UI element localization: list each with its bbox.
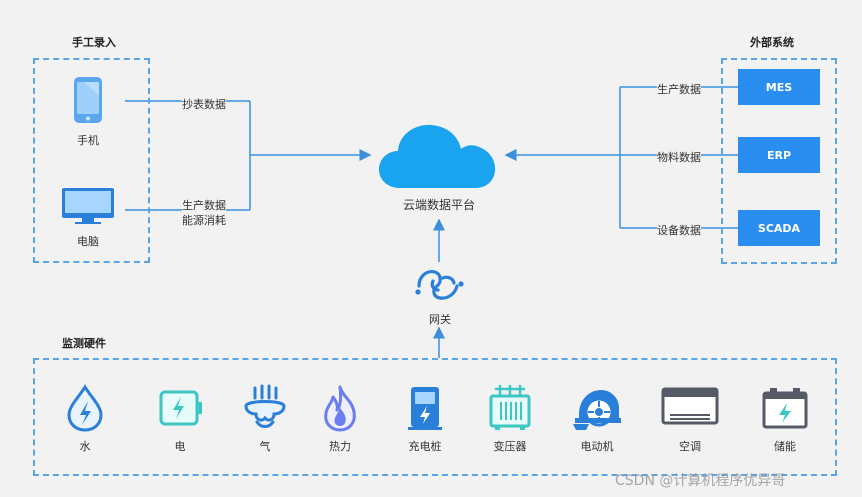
battery-icon bbox=[159, 390, 202, 426]
hw-gas: 气 bbox=[230, 384, 300, 454]
hw-energy-storage: 储能 bbox=[750, 384, 820, 454]
transformer-icon bbox=[489, 384, 531, 430]
cloud-label: 云端数据平台 bbox=[402, 198, 475, 212]
hw-motor: 电动机 bbox=[562, 384, 632, 454]
flame-icon bbox=[324, 385, 356, 432]
gas-icon bbox=[244, 384, 286, 428]
motor-icon bbox=[573, 390, 621, 430]
flow-label-material: 物料数据 bbox=[657, 149, 701, 165]
hw-gas-label: 气 bbox=[259, 440, 271, 453]
flow-label-equipment: 设备数据 bbox=[657, 222, 701, 238]
hardware-title: 监测硬件 bbox=[62, 337, 106, 350]
pc-label: 电脑 bbox=[77, 235, 99, 248]
hw-charging-pile-label: 充电桩 bbox=[408, 440, 442, 453]
flow-label-production-left: 生产数据 bbox=[182, 197, 226, 213]
hw-transformer-label: 变压器 bbox=[493, 440, 527, 453]
hw-charging-pile: 充电桩 bbox=[390, 384, 460, 454]
flow-label-meter-reading: 抄表数据 bbox=[182, 96, 226, 112]
hw-heat-label: 热力 bbox=[329, 440, 351, 453]
hw-energy-storage-label: 储能 bbox=[774, 440, 796, 453]
flow-label-production-right: 生产数据 bbox=[657, 81, 701, 97]
system-erp-button[interactable]: ERP bbox=[738, 137, 820, 173]
air-conditioner-icon bbox=[661, 387, 719, 425]
cloud-platform: 云端数据平台 bbox=[374, 118, 504, 213]
hw-motor-label: 电动机 bbox=[580, 440, 614, 453]
flow-label-energy: 能源消耗 bbox=[182, 212, 226, 228]
cloud-icon bbox=[378, 124, 496, 188]
external-systems-box bbox=[721, 58, 837, 264]
hw-water: 水 bbox=[50, 384, 120, 454]
watermark: CSDN @计算机程序优异哥 bbox=[615, 473, 786, 489]
charging-pile-icon bbox=[408, 387, 442, 430]
monitor-icon bbox=[62, 188, 114, 224]
hardware-box bbox=[33, 358, 837, 476]
phone-icon bbox=[74, 77, 102, 123]
phone-label: 手机 bbox=[77, 134, 99, 147]
gateway-label: 网关 bbox=[429, 313, 451, 326]
manual-entry-box bbox=[33, 58, 150, 263]
hw-air-conditioner: 空调 bbox=[655, 384, 725, 454]
hw-electricity-label: 电 bbox=[174, 440, 186, 453]
gateway-icon bbox=[415, 270, 464, 300]
phone-device: 手机 bbox=[70, 76, 106, 148]
system-mes-button[interactable]: MES bbox=[738, 69, 820, 105]
hw-transformer: 变压器 bbox=[475, 384, 545, 454]
energy-storage-icon bbox=[762, 388, 808, 429]
hw-electricity: 电 bbox=[145, 384, 215, 454]
system-scada-button[interactable]: SCADA bbox=[738, 210, 820, 246]
hw-water-label: 水 bbox=[79, 440, 91, 453]
pc-device: 电脑 bbox=[60, 187, 116, 249]
water-drop-icon bbox=[67, 384, 103, 432]
external-systems-title: 外部系统 bbox=[750, 36, 794, 49]
gateway: 网关 bbox=[410, 264, 470, 327]
hw-air-conditioner-label: 空调 bbox=[679, 440, 701, 453]
hw-heat: 热力 bbox=[305, 384, 375, 454]
manual-entry-title: 手工录入 bbox=[72, 36, 116, 49]
